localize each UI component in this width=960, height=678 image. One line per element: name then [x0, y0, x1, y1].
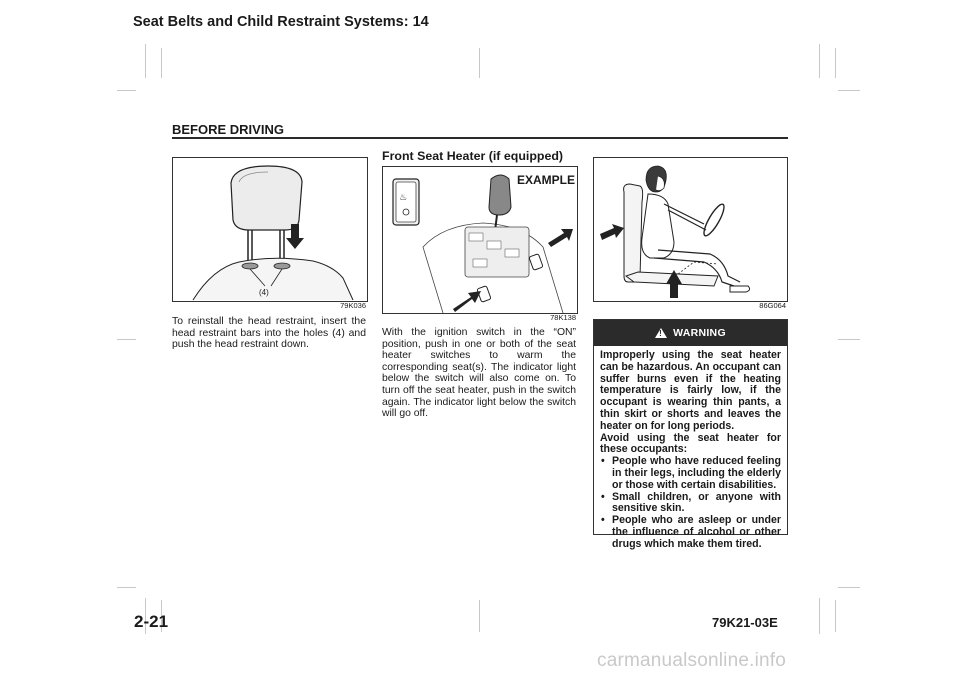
crop-mark: [145, 44, 146, 78]
head-restraint-illustration: [192, 165, 354, 301]
crop-mark: [161, 48, 162, 78]
warning-body: Improperly using the seat heater can be …: [594, 346, 787, 557]
seat-heater-switch-figure: ♨ EXAMPLE: [382, 166, 578, 314]
crop-mark: [819, 44, 820, 78]
header-rule: [172, 137, 788, 139]
occupant-illustration: [600, 165, 751, 298]
figure-callout-4: (4): [259, 288, 269, 297]
crop-mark: [161, 600, 162, 632]
example-label: EXAMPLE: [517, 173, 576, 187]
seated-occupant-figure: [593, 157, 788, 302]
crop-mark: [835, 600, 836, 632]
section-title: BEFORE DRIVING: [172, 122, 284, 137]
crop-mark: [838, 90, 860, 91]
crop-mark: [835, 48, 836, 78]
watermark: carmanualsonline.info: [597, 650, 787, 671]
warning-list: People who have reduced feeling in their…: [600, 455, 781, 550]
figure-code: 86G064: [759, 301, 786, 310]
document-code: 79K21-03E: [712, 615, 778, 630]
warning-list-item: Small children, or anyone with sensitive…: [600, 491, 781, 516]
crop-mark: [479, 48, 480, 78]
figure-code: 78K138: [550, 313, 576, 322]
warning-box: WARNING Improperly using the seat heater…: [593, 319, 788, 550]
svg-text:♨: ♨: [399, 193, 407, 203]
warning-header: WARNING: [594, 320, 787, 346]
crop-mark: [117, 339, 136, 340]
seat-heater-paragraph: With the ignition switch in the “ON” pos…: [382, 327, 576, 420]
warning-list-item: People who are asleep or under the influ…: [600, 514, 781, 550]
seat-heater-heading: Front Seat Heater (if equipped): [382, 149, 564, 163]
crop-mark: [838, 339, 860, 340]
head-restraint-paragraph: To reinstall the head restraint, insert …: [172, 316, 366, 351]
warning-title: WARNING: [673, 327, 726, 339]
warning-paragraph: Improperly using the seat heater can be …: [600, 349, 781, 432]
crop-mark: [117, 90, 136, 91]
warning-list-item: People who have reduced feeling in their…: [600, 455, 781, 491]
page-number: 2-21: [134, 612, 169, 631]
seat-heater-illustration: ♨: [392, 174, 573, 313]
figure-code: 79K036: [340, 301, 366, 310]
warning-triangle-icon: [655, 328, 668, 338]
head-restraint-figure: (4): [172, 157, 368, 302]
chapter-title: Seat Belts and Child Restraint Systems: …: [133, 14, 429, 30]
crop-mark: [479, 600, 480, 632]
crop-mark: [819, 598, 820, 634]
warning-paragraph: Avoid using the seat heater for these oc…: [600, 431, 781, 456]
crop-mark: [117, 587, 136, 588]
crop-mark: [145, 598, 146, 634]
crop-mark: [838, 587, 860, 588]
